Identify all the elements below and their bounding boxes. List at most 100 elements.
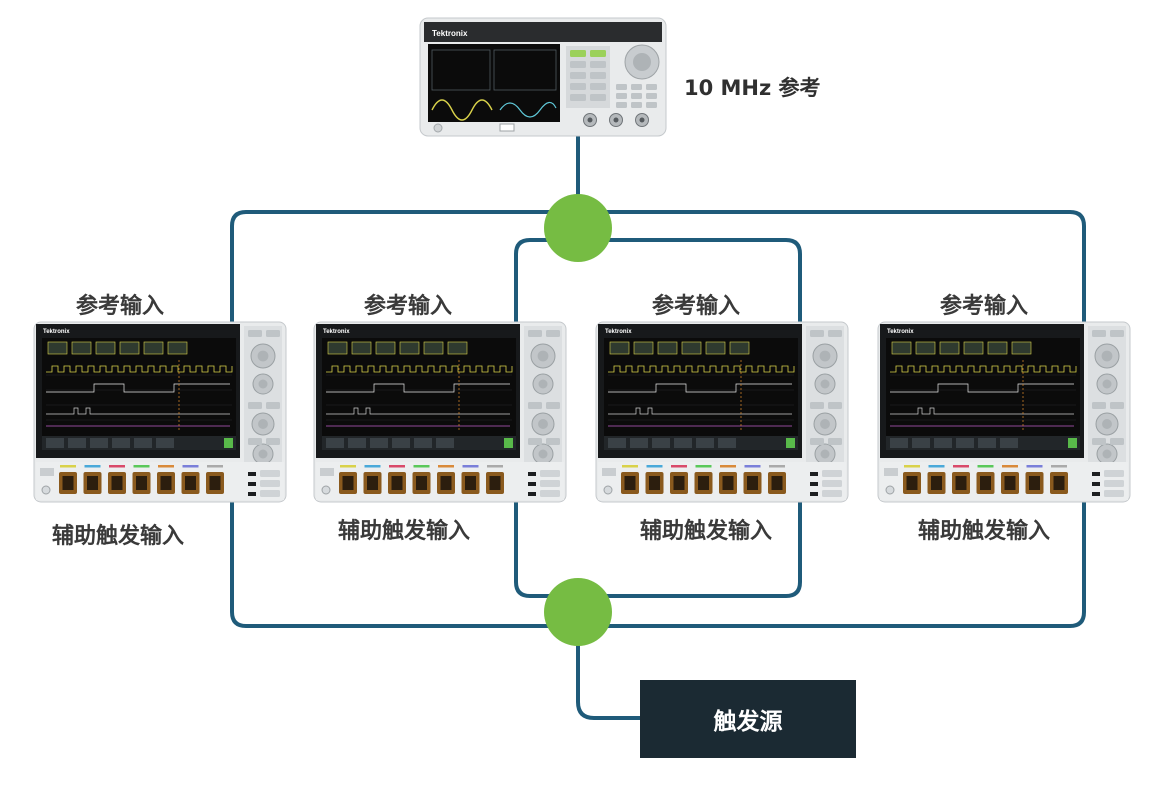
scope-1-reference-input-label: 参考输入 bbox=[76, 294, 165, 319]
scope-panel-button bbox=[266, 330, 280, 337]
scope-bnc-connector-inner bbox=[87, 476, 98, 490]
scope-bnc-connector-inner bbox=[980, 476, 991, 490]
scope-channel-badge bbox=[1011, 341, 1032, 355]
scope-screen bbox=[886, 338, 1080, 450]
scope-panel-button bbox=[828, 402, 842, 409]
scope-channel-tag bbox=[462, 465, 479, 468]
scope-knob-center bbox=[258, 379, 268, 389]
junction-group bbox=[544, 194, 612, 646]
generator-button bbox=[590, 61, 606, 68]
trigger-inner-loop-cable bbox=[514, 478, 802, 598]
scope-knob-center bbox=[1102, 379, 1112, 389]
scope-channel-badge bbox=[939, 341, 960, 355]
scope-screen bbox=[322, 338, 516, 450]
generator-keypad-key bbox=[616, 93, 627, 99]
generator-power-button bbox=[433, 123, 443, 133]
scope-bnc-connector-inner bbox=[111, 476, 123, 490]
scope-bnc-connector-inner bbox=[342, 476, 354, 490]
generator-button bbox=[570, 61, 586, 68]
scope-front-button bbox=[540, 490, 560, 497]
scope-bnc-connector-inner bbox=[185, 476, 196, 490]
generator-button bbox=[570, 50, 586, 57]
scope-status-cell bbox=[326, 438, 344, 448]
scope-panel-button bbox=[810, 402, 824, 409]
scope-aux-port bbox=[1092, 482, 1100, 486]
scope-usb-port bbox=[320, 468, 334, 476]
generator-keypad-key bbox=[631, 102, 642, 108]
scope-4-reference-input-label: 参考输入 bbox=[940, 294, 1029, 319]
scope-front-button bbox=[260, 480, 280, 487]
scope-status-cell bbox=[696, 438, 714, 448]
scope-trace-2 bbox=[46, 383, 230, 393]
scope-bnc-connector-inner bbox=[649, 476, 660, 490]
scope-bnc-connector-inner bbox=[416, 476, 427, 490]
scope-screen bbox=[604, 338, 798, 450]
scope-status-cell bbox=[414, 438, 432, 448]
scope-power-button bbox=[603, 485, 613, 495]
generator-waveform-ch1 bbox=[431, 99, 493, 121]
scope-channel-badge bbox=[705, 341, 726, 355]
scope-front-button bbox=[260, 490, 280, 497]
scope-trace-1 bbox=[326, 365, 513, 373]
scope-channel-badge bbox=[143, 341, 164, 355]
scope-channel-tag bbox=[133, 465, 150, 468]
scope-trace-3 bbox=[326, 407, 510, 415]
scope-channel-tag bbox=[60, 465, 76, 468]
scope-bnc-connector-inner bbox=[771, 476, 783, 490]
scope-panel-button bbox=[266, 402, 280, 409]
scope-aux-port bbox=[248, 472, 256, 476]
scope-trace-2 bbox=[326, 383, 510, 393]
scope-aux-port bbox=[1092, 492, 1100, 496]
scope-panel-button bbox=[828, 438, 842, 445]
scope-status-cell bbox=[912, 438, 930, 448]
scope-knob-center bbox=[258, 449, 268, 459]
scope-2-aux-trigger-input-label: 辅助触发输入 bbox=[338, 519, 471, 544]
scope-channel-badge bbox=[891, 341, 912, 355]
scope-knob-center bbox=[537, 350, 549, 362]
generator-keypad-key bbox=[616, 84, 627, 90]
scope-bnc-connector-inner bbox=[391, 476, 403, 490]
scope-power-button bbox=[885, 485, 895, 495]
scope-channel-tag bbox=[389, 465, 405, 468]
scope-trace-2 bbox=[890, 383, 1074, 393]
scope-aux-port bbox=[810, 492, 818, 496]
scope-bnc-connector-inner bbox=[1004, 476, 1016, 490]
scope-knob-center bbox=[538, 419, 548, 429]
scope-panel-button bbox=[528, 402, 542, 409]
generator-button bbox=[570, 83, 586, 90]
trigger-source-box: 触发源 bbox=[640, 680, 856, 758]
scope-aux-port bbox=[248, 492, 256, 496]
scope-usb-port bbox=[40, 468, 54, 476]
scope-status-run bbox=[1068, 438, 1077, 448]
scope-knob-center bbox=[257, 350, 269, 362]
scope-knob-center bbox=[538, 449, 548, 459]
scope-channel-tag bbox=[646, 465, 663, 468]
scope-status-cell bbox=[674, 438, 692, 448]
generator-top-bar bbox=[424, 22, 662, 42]
scope-panel-button bbox=[1110, 330, 1124, 337]
scope-bnc-connector-inner bbox=[62, 476, 74, 490]
scope-knob-center bbox=[1102, 449, 1112, 459]
scope-status-cell bbox=[890, 438, 908, 448]
scope-bnc-connector-inner bbox=[624, 476, 636, 490]
scope-aux-port bbox=[248, 482, 256, 486]
scope-status-cell bbox=[718, 438, 736, 448]
generator-output-connector-pin bbox=[613, 117, 619, 123]
scope-bnc-connector-inner bbox=[160, 476, 172, 490]
scope-channel-badge bbox=[681, 341, 702, 355]
scope-channel-badge bbox=[95, 341, 116, 355]
scope-bnc-connector-inner bbox=[367, 476, 378, 490]
scope-screen bbox=[42, 338, 236, 450]
scope-front-button bbox=[1104, 490, 1124, 497]
scope-channel-tag bbox=[744, 465, 761, 468]
scope-knob-center bbox=[820, 449, 830, 459]
scope-panel-button bbox=[248, 438, 262, 445]
scope-status-cell bbox=[112, 438, 130, 448]
scope-front-button bbox=[822, 470, 842, 477]
scope-panel-button bbox=[546, 402, 560, 409]
scope-channel-badge bbox=[447, 341, 468, 355]
scope-panel-button bbox=[1110, 402, 1124, 409]
generator-button bbox=[570, 72, 586, 79]
scope-panel-button bbox=[1092, 330, 1106, 337]
